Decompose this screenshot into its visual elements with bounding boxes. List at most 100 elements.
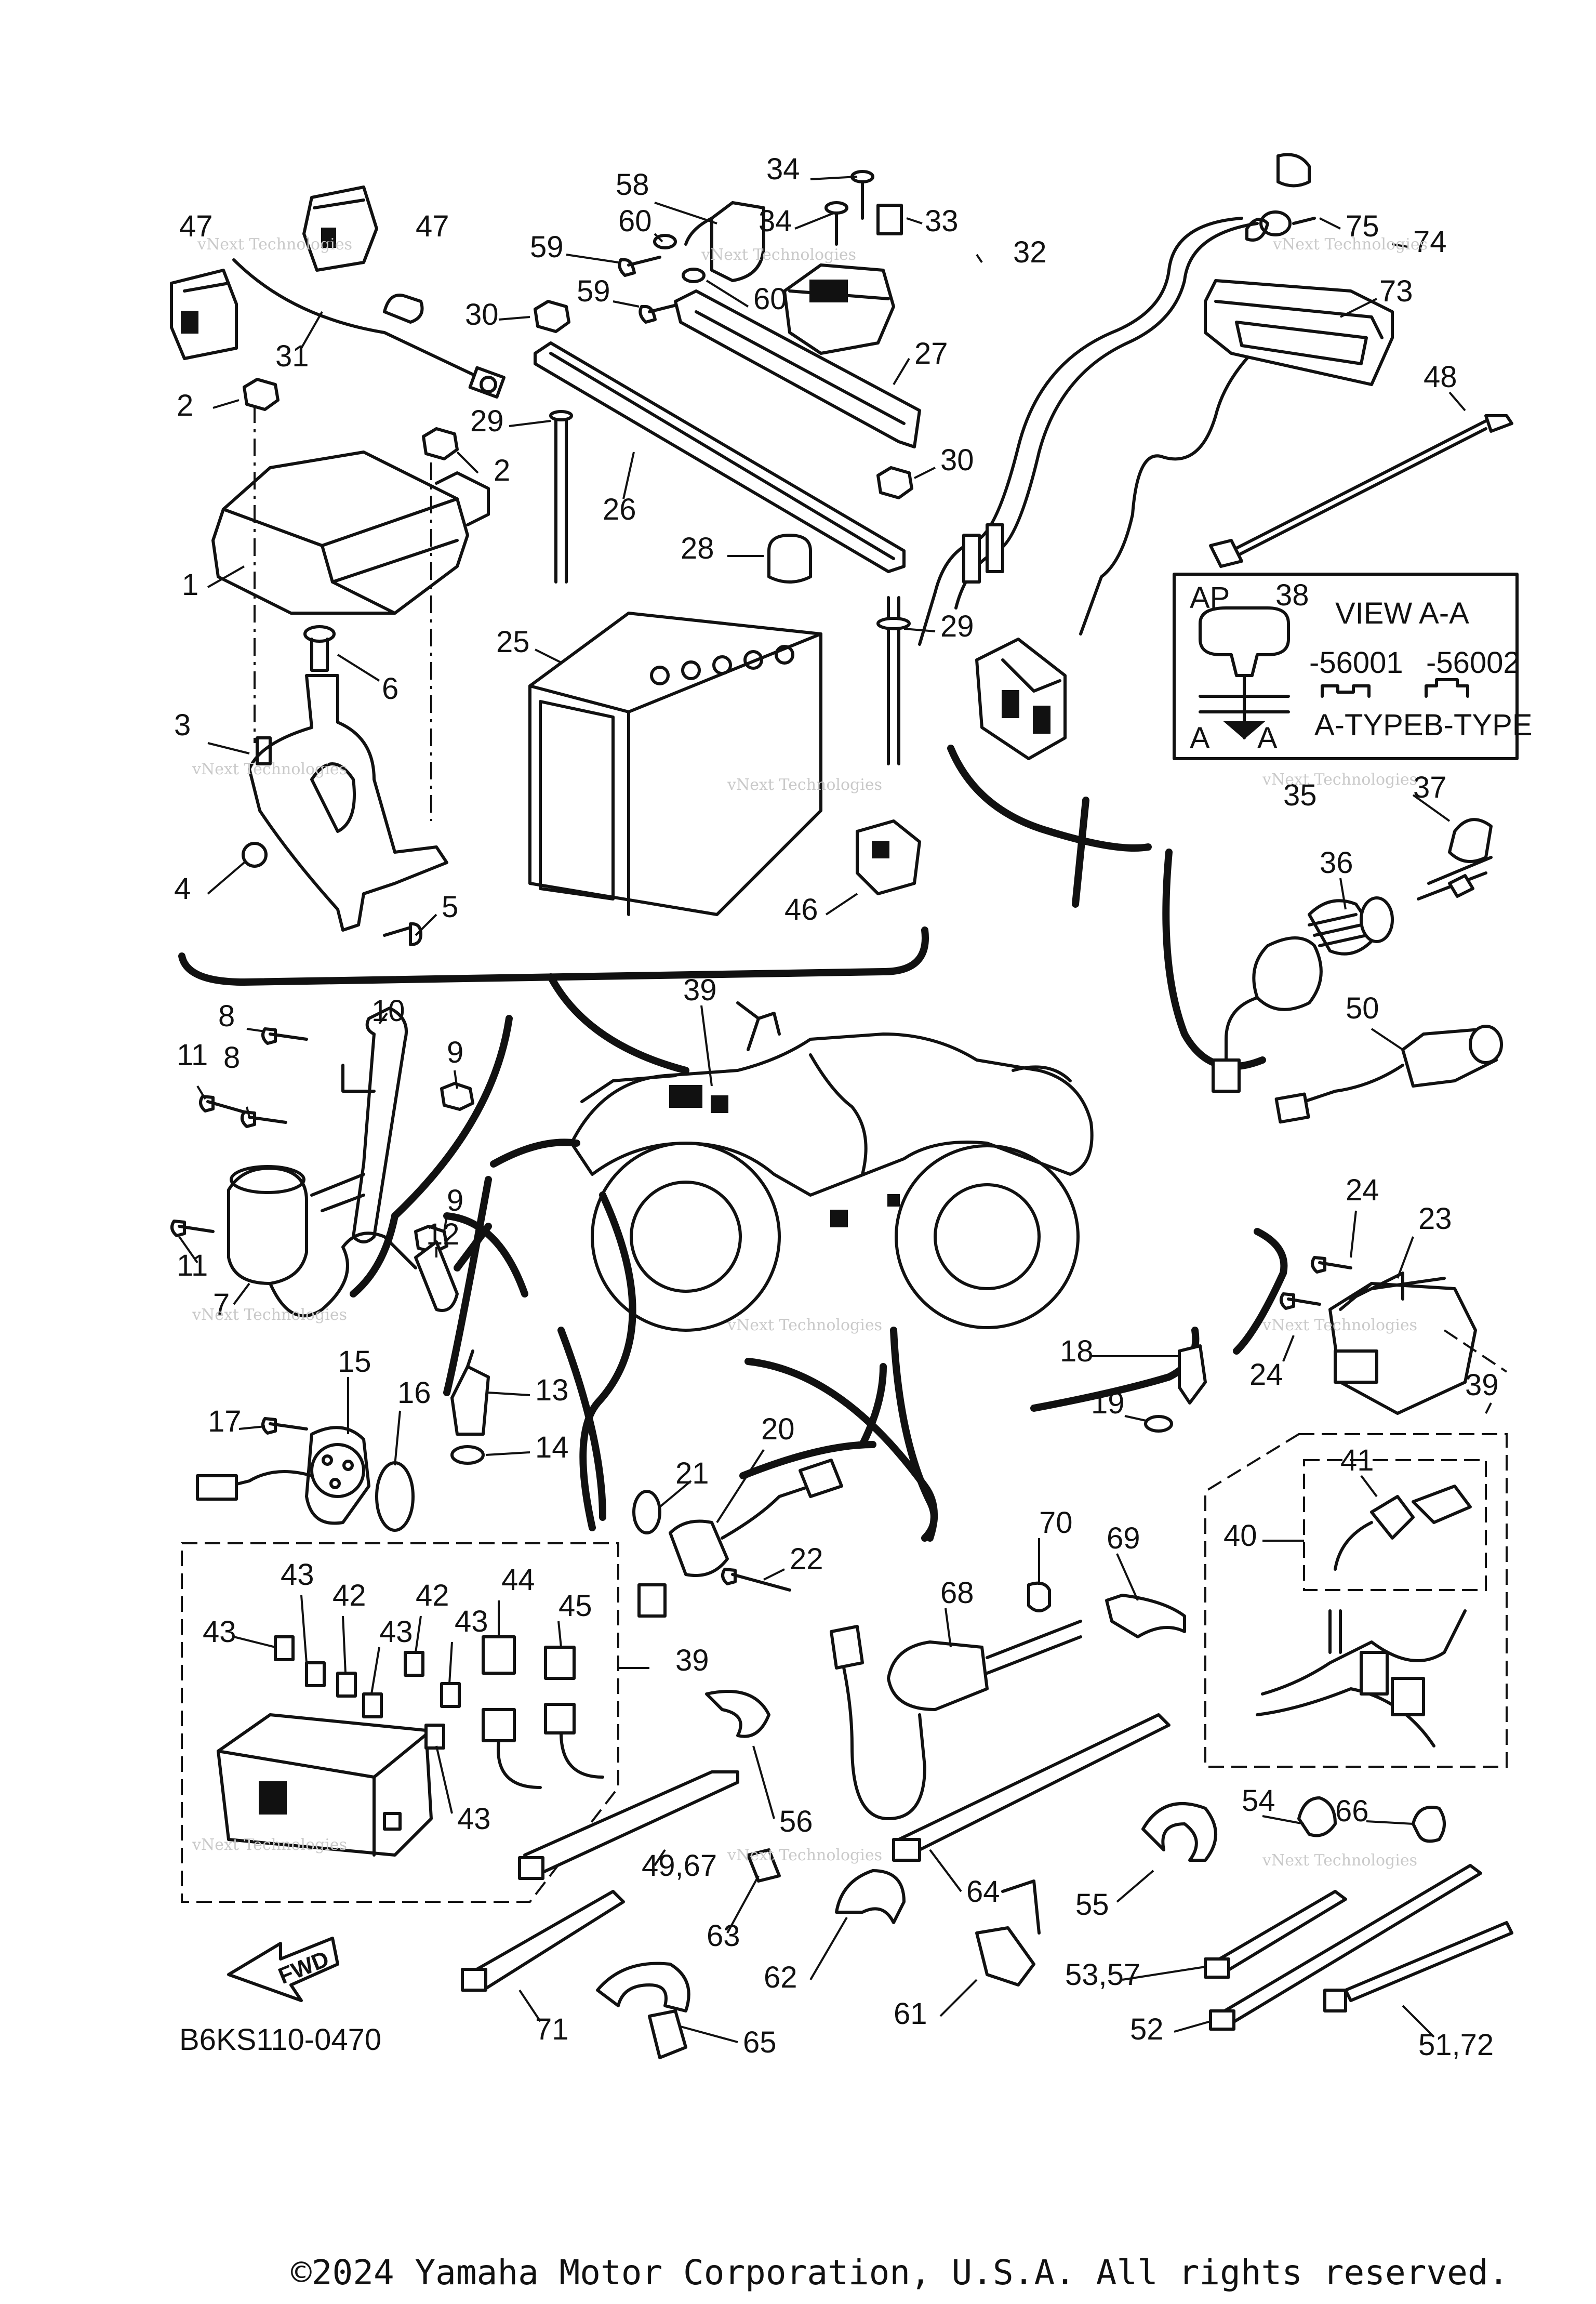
callout-leader xyxy=(485,1451,530,1456)
svg-text:vNext Technologies: vNext Technologies xyxy=(197,235,352,254)
part-callout-label: 5 xyxy=(442,890,458,924)
callout-leader xyxy=(752,1745,775,1819)
part-callout-label: 73 xyxy=(1379,274,1413,308)
sensor-group xyxy=(196,1349,490,1532)
part-callout-label: 52 xyxy=(1130,2012,1164,2046)
part-callout-label: 9 xyxy=(447,1184,463,1217)
callout-leader xyxy=(488,1392,530,1396)
callout-leader xyxy=(976,254,983,263)
part-callout-label: 75 xyxy=(1346,209,1379,243)
part-callout-label: 26 xyxy=(603,493,636,526)
part-callout-label: 2 xyxy=(494,454,510,487)
part-callout-label: 28 xyxy=(681,532,714,565)
part-callout-label: 6 xyxy=(382,672,398,706)
part-callout-label: 42 xyxy=(416,1579,449,1612)
part-callout-label: 41 xyxy=(1340,1444,1374,1477)
part-callout-label: 1 xyxy=(182,568,198,602)
part-callout-label: 58 xyxy=(616,168,649,202)
callout-leader xyxy=(456,451,479,474)
part-callout-label: 49,67 xyxy=(642,1849,717,1883)
forward-arrow: FWD xyxy=(227,1937,339,2002)
part-callout-label: 27 xyxy=(914,337,948,370)
part-callout-label: 22 xyxy=(790,1542,823,1576)
part-callout-label: 16 xyxy=(397,1376,431,1410)
part-callout-label: 24 xyxy=(1346,1173,1379,1207)
part-callout-label: 59 xyxy=(530,230,564,264)
callout-leader xyxy=(945,1608,952,1648)
callout-leader xyxy=(415,913,437,936)
part-callout-label: 4 xyxy=(174,872,191,906)
part-callout-label: 33 xyxy=(925,204,959,238)
view-title: VIEW A-A xyxy=(1335,597,1469,630)
part-callout-label: 11 xyxy=(177,1249,208,1282)
callout-leader xyxy=(893,357,910,386)
callout-leader xyxy=(903,628,936,632)
part-callout-label: 34 xyxy=(759,204,792,238)
svg-text:vNext Technologies: vNext Technologies xyxy=(1262,771,1417,789)
regulator-group xyxy=(1144,1256,1508,1433)
callout-leader xyxy=(300,1595,308,1663)
callout-leader xyxy=(763,1568,785,1581)
part-callout-label: 43 xyxy=(203,1615,236,1649)
svg-text:vNext Technologies: vNext Technologies xyxy=(192,760,347,778)
part-callout-label: 3 xyxy=(174,708,191,742)
part-callout-label: 8 xyxy=(218,999,235,1033)
part-callout-label: 43 xyxy=(379,1615,413,1649)
part-callout-label: 39 xyxy=(1465,1368,1499,1402)
part-callout-label: 74 xyxy=(1413,225,1447,259)
part-callout-label: 30 xyxy=(465,298,499,332)
part-callout-label: 25 xyxy=(496,625,530,659)
part-callout-label: 12 xyxy=(426,1217,460,1251)
key-type-a: A-TYPE xyxy=(1314,708,1424,742)
callout-leader xyxy=(178,1236,198,1264)
callout-leader xyxy=(535,648,562,664)
part-callout-label: 13 xyxy=(535,1373,569,1407)
callout-leader xyxy=(212,399,240,409)
callout-leader xyxy=(726,1875,760,1934)
part-callout-label: 15 xyxy=(338,1345,371,1379)
callout-leader xyxy=(1116,1553,1139,1601)
callout-leader xyxy=(518,1989,541,2022)
part-callout-label: 63 xyxy=(707,1919,740,1953)
callout-leader xyxy=(914,467,936,479)
key-type-b: B-TYPE xyxy=(1424,708,1533,742)
callout-leader xyxy=(300,311,323,349)
part-callout-label: 55 xyxy=(1075,1888,1109,1922)
part-callout-label: 30 xyxy=(940,443,974,477)
callout-leader xyxy=(939,1979,978,2017)
callout-leader xyxy=(809,1916,848,1981)
part-callout-label: 11 xyxy=(177,1038,208,1072)
callout-leader xyxy=(378,1012,388,1025)
callout-leader xyxy=(1319,217,1341,230)
callout-leader xyxy=(394,1410,401,1466)
callout-leader xyxy=(454,1070,458,1089)
part-callout-label: 71 xyxy=(535,2012,569,2046)
coil-group xyxy=(170,1007,474,1318)
part-callout-label: 54 xyxy=(1242,1784,1275,1818)
part-callout-label: 43 xyxy=(281,1558,314,1592)
callout-leader xyxy=(207,862,245,895)
svg-text:vNext Technologies: vNext Technologies xyxy=(727,1846,882,1864)
callout-leader xyxy=(1262,1815,1305,1825)
part-callout-label: 39 xyxy=(675,1644,709,1677)
section-separators xyxy=(178,745,1288,1542)
callout-leader xyxy=(448,1641,453,1684)
part-callout-label: 36 xyxy=(1320,846,1353,880)
view-a-right: A xyxy=(1257,721,1278,755)
callout-leader xyxy=(1448,391,1466,412)
part-callout-label: 50 xyxy=(1346,991,1379,1025)
svg-text:vNext Technologies: vNext Technologies xyxy=(727,776,882,794)
svg-text:vNext Technologies: vNext Technologies xyxy=(701,246,856,264)
view-a-left: A xyxy=(1190,721,1210,755)
callout-leader xyxy=(246,1028,265,1032)
callout-leader xyxy=(435,1745,453,1814)
part-callout-label: 40 xyxy=(1223,1519,1257,1553)
part-callout-label: 9 xyxy=(447,1036,463,1069)
svg-text:vNext Technologies: vNext Technologies xyxy=(192,1836,347,1854)
callout-leader xyxy=(1282,1335,1295,1362)
part-callout-label: 43 xyxy=(455,1605,488,1638)
callout-leader xyxy=(1350,1210,1357,1258)
copyright-notice: ©2024 Yamaha Motor Corporation, U.S.A. A… xyxy=(291,2253,1509,2293)
svg-text:vNext Technologies: vNext Technologies xyxy=(1262,1316,1417,1334)
callout-leader xyxy=(342,1616,347,1674)
